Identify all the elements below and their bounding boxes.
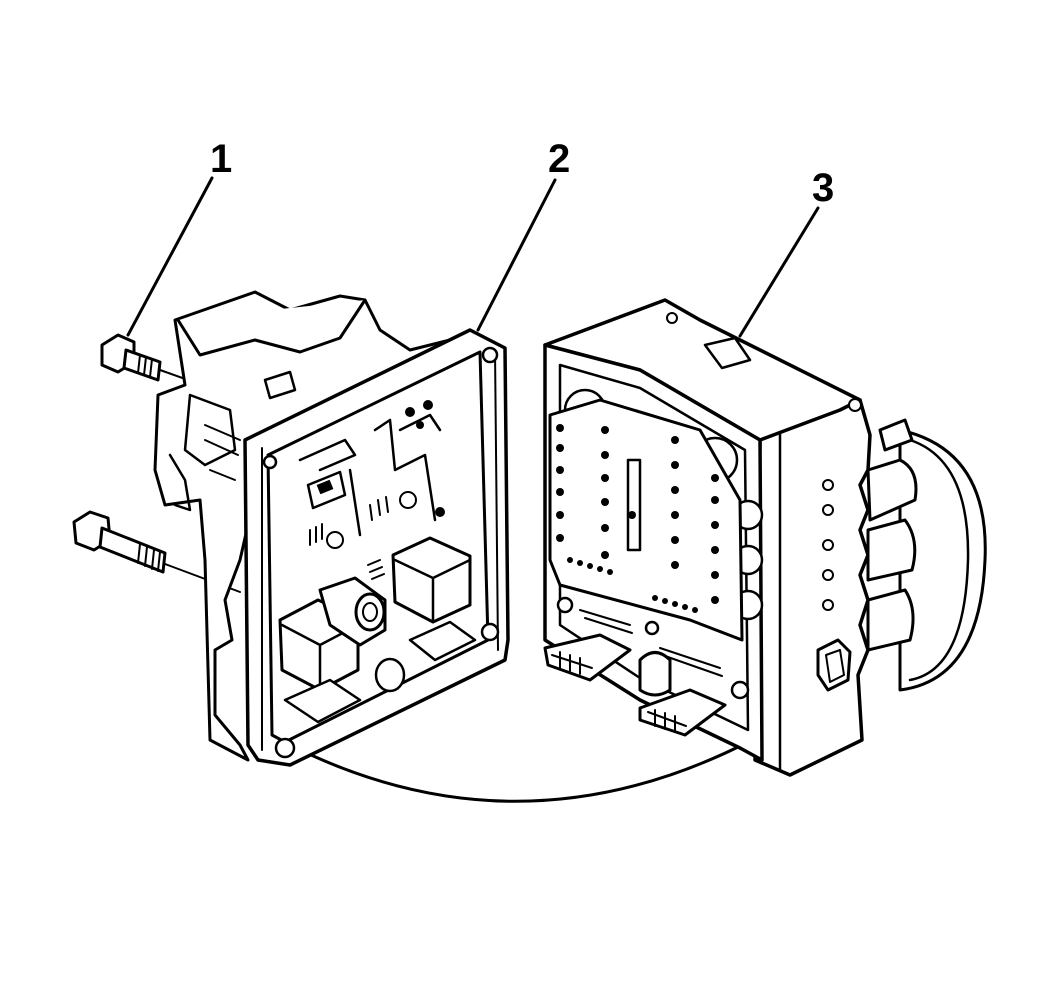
- relay-upper: [391, 536, 472, 624]
- callout-2-label: 2: [548, 137, 570, 181]
- callout-1-label: 1: [210, 137, 232, 181]
- callout-2-leader: [476, 178, 557, 332]
- motor-bore: [318, 576, 387, 647]
- modulator-valve: [543, 298, 987, 777]
- valve-circuit-board: [548, 398, 744, 642]
- valve-connector-right: [638, 688, 727, 737]
- callout-1-leader: [126, 176, 214, 337]
- solder-points: [556, 424, 719, 613]
- valve-side-body: [753, 393, 872, 777]
- alignment-arc: [288, 738, 754, 803]
- callout-2: 2: [476, 137, 570, 332]
- valve-slot: [626, 458, 642, 552]
- valve-motor: [898, 428, 987, 692]
- callout-3-leader: [738, 206, 820, 338]
- callout-3: 3: [738, 166, 834, 338]
- control-module: [153, 290, 510, 767]
- callout-3-label: 3: [812, 166, 834, 210]
- valve-connector-left: [543, 633, 632, 682]
- callout-1: 1: [126, 137, 232, 337]
